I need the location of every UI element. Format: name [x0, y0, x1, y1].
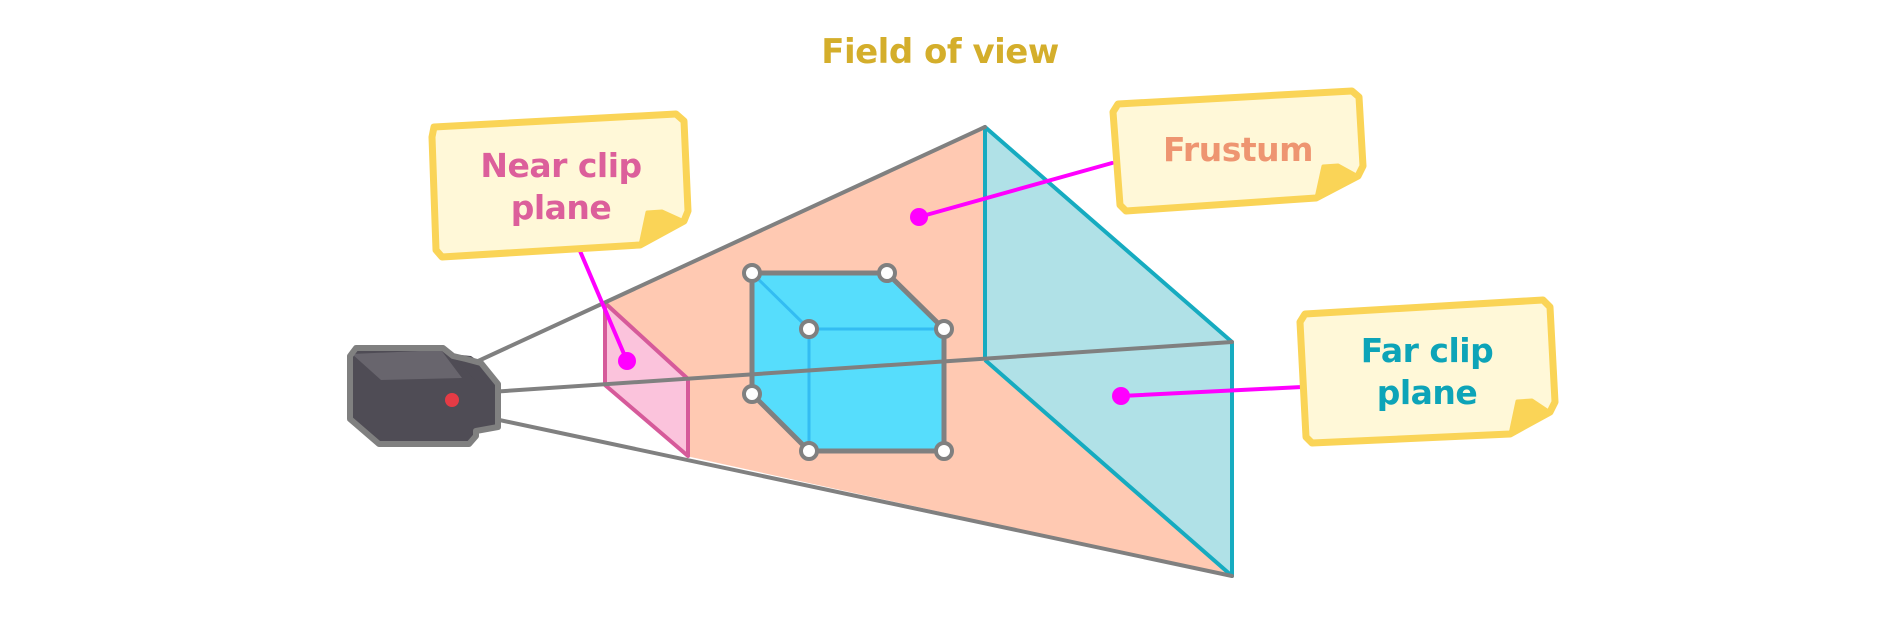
far-clip-note: Far clip plane — [1296, 296, 1559, 447]
frustum-note-fold — [1314, 163, 1360, 200]
frustum-pointer-dot — [910, 208, 928, 226]
near-clip-plane-outline — [603, 301, 690, 458]
near-clip-label-line1: Near clip — [480, 146, 641, 185]
frustum-middle-edge — [488, 340, 1234, 394]
cube-vertices — [742, 263, 954, 461]
cube-vertex — [877, 263, 897, 283]
pointers — [578, 161, 1304, 405]
near-clip-note: Near clip plane — [428, 110, 692, 261]
cube-vertex — [934, 319, 954, 339]
cube-vertex — [934, 441, 954, 461]
camera-top-face — [352, 350, 462, 380]
frustum-top-edge — [474, 125, 987, 364]
cube-body — [752, 273, 944, 451]
frustum-note: Frustum — [1109, 87, 1367, 215]
cube-vertex — [799, 441, 819, 461]
cube-icon — [742, 263, 954, 461]
frustum-pointer — [917, 161, 1114, 219]
frustum-bottom-edge — [488, 416, 1234, 578]
cube-vertex — [799, 319, 819, 339]
near-clip-note-card — [428, 110, 692, 261]
near-clip-pointer-dot — [618, 352, 636, 370]
far-clip-label-line1: Far clip — [1361, 331, 1493, 370]
frustum-edges — [474, 125, 1234, 578]
near-clip-label-line2: plane — [511, 188, 612, 227]
cube-vertex — [742, 263, 762, 283]
diagram-title: Field of view — [821, 32, 1059, 72]
frustum-label: Frustum — [1163, 130, 1313, 169]
camera-icon — [347, 345, 501, 447]
far-clip-pointer-dot — [1112, 387, 1130, 405]
cube-hidden-edge — [750, 271, 811, 331]
cube-vertex — [742, 384, 762, 404]
camera-record-dot — [445, 393, 459, 407]
far-clip-note-card — [1296, 296, 1559, 447]
frustum-note-card — [1109, 87, 1367, 215]
far-clip-label-line2: plane — [1377, 373, 1478, 412]
camera-outline — [347, 345, 501, 447]
near-clip-note-fold — [638, 209, 686, 247]
near-clip-pointer — [578, 249, 629, 363]
far-clip-pointer — [1119, 385, 1304, 398]
far-clip-note-fold — [1508, 398, 1552, 436]
